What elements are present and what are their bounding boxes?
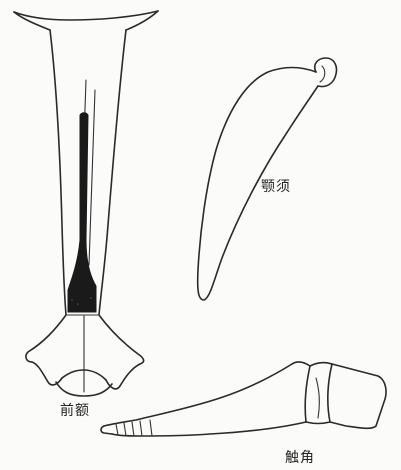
antenna-drawing bbox=[101, 362, 386, 436]
label-frons: 前额 bbox=[60, 400, 90, 420]
frons-drawing bbox=[14, 11, 158, 396]
label-maxillary-palp: 颚须 bbox=[261, 176, 291, 196]
label-antenna: 触角 bbox=[285, 447, 315, 467]
